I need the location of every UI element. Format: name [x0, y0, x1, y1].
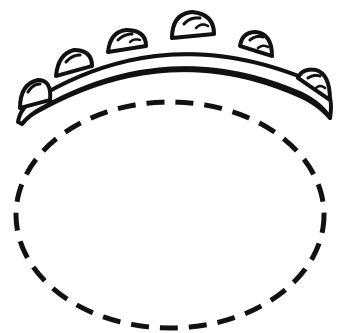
- dashed-circle-outline: [16, 102, 324, 328]
